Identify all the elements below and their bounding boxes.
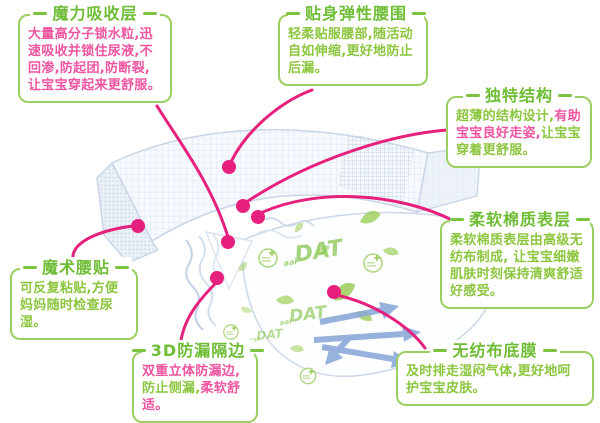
airflow-arrowhead-icon <box>325 346 343 365</box>
callout-magic-waist-tape: 魔术腰贴 可反复粘贴,方便妈妈随时检查尿湿。 <box>10 257 138 340</box>
callout-body: 及时排走湿闷气体,更好地呵护宝宝皮肤。 <box>406 363 584 397</box>
connector-dot <box>222 160 236 174</box>
body-segment: 有助宝宝良好走姿, <box>456 109 581 141</box>
title-dash-icon <box>558 93 572 98</box>
airflow-arrow-icon <box>321 344 394 362</box>
body-segment: 大量高分子锁水粒,迅速吸收并锁住尿液,不回渗,防起团,防断裂,让宝宝穿起来更舒服… <box>28 27 162 93</box>
body-segment: 轻柔贴服腰部,随活动自如伸缩,更好地防止后漏。 <box>288 27 413 76</box>
callout-title: 3D防漏隔边 <box>150 341 246 360</box>
airflow-arrow-icon <box>313 331 404 343</box>
airflow-arrow-icon <box>333 333 354 355</box>
left-wing-fold <box>96 161 160 264</box>
callout-unique-structure: 独特结构 超薄的结构设计,有助宝宝良好走姿,让宝宝穿着更舒服。 <box>446 85 592 168</box>
body-segment: 及时排走湿闷气体,更好地呵护宝宝皮肤。 <box>406 364 571 396</box>
callout-title: 无纺布底膜 <box>452 341 538 360</box>
callout-title: 贴身弹性腰围 <box>305 4 408 23</box>
tape-landing-zone <box>338 132 414 208</box>
clean-badge-icon <box>223 324 239 340</box>
connector-lines <box>71 88 454 352</box>
callout-3d-leak-guard: 3D防漏隔边 双重立体防漏边, 防止侧漏,柔软舒适。 <box>131 340 265 423</box>
callout-title: 魔术腰贴 <box>42 258 111 277</box>
title-dash-icon <box>465 93 480 98</box>
title-dash-icon <box>23 265 37 270</box>
callout-body: 大量高分子锁水粒,迅速吸收并锁住尿液,不回渗,防起团,防断裂,让宝宝穿起来更舒服… <box>28 26 162 94</box>
callout-body: 轻柔贴服腰部,随活动自如伸缩,更好地防止后漏。 <box>288 26 418 77</box>
clean-badge-icon <box>299 367 317 385</box>
connector-line-structure <box>246 128 450 203</box>
brand-prefix-text: aai <box>248 336 260 344</box>
connector-dot <box>210 271 224 285</box>
callout-title: 魔力吸收层 <box>52 4 138 23</box>
brand-prefix-text: aai <box>283 257 298 268</box>
body-segment: 可反复粘贴,方便妈妈随时检查尿湿。 <box>20 281 119 330</box>
callout-title-row: 无纺布底膜 <box>430 340 560 361</box>
title-dash-icon <box>450 217 464 222</box>
body-segment: 柔软棉质表层由高级无纺布制成, 让宝宝细嫩肌肤时刻保持清爽舒适好感受。 <box>450 233 584 299</box>
callout-title: 独特结构 <box>484 86 553 105</box>
airflow-arrow-icon <box>319 307 383 325</box>
callout-title-row: 独特结构 <box>462 85 575 106</box>
callout-body: 可反复粘贴,方便妈妈随时检查尿湿。 <box>20 280 128 331</box>
connector-dot <box>327 285 341 299</box>
callout-title-row: 魔力吸收层 <box>30 3 160 24</box>
callout-title: 柔软棉质表层 <box>469 210 572 229</box>
callout-soft-cotton-surface: 柔软棉质表层 柔软棉质表层由高级无纺布制成, 让宝宝细嫩肌肤时刻保持清爽舒适好感… <box>440 209 594 309</box>
callout-magic-absorption-layer: 魔力吸收层 大量高分子锁水粒,迅速吸收并锁住尿液,不回渗,防起团,防断裂,让宝宝… <box>18 3 172 103</box>
callout-nonwoven-backsheet: 无纺布底膜 及时排走湿闷气体,更好地呵护宝宝皮肤。 <box>396 340 594 406</box>
body-segment: 超薄的结构设计, <box>456 109 555 124</box>
body-segment: 双重立体防漏边, <box>142 364 241 379</box>
connector-dot <box>221 235 235 249</box>
callout-body: 双重立体防漏边, 防止侧漏,柔软舒适。 <box>142 363 248 414</box>
callout-title-row: 柔软棉质表层 <box>450 209 591 230</box>
connector-dot <box>236 199 250 213</box>
brand-prefix-text: aai <box>279 318 292 327</box>
title-dash-icon <box>286 11 300 16</box>
brand-logo-text: DAT <box>256 326 284 343</box>
clean-badge-icon <box>258 248 278 268</box>
callout-title-row: 3D防漏隔边 <box>131 340 265 361</box>
title-dash-icon <box>542 348 557 353</box>
body-segment: 柔软舒适。 <box>142 381 241 413</box>
connector-dot <box>131 219 145 233</box>
airflow-arrows <box>313 302 421 368</box>
connector-line-absorb <box>155 104 230 239</box>
connector-line-cotton <box>261 195 454 222</box>
title-dash-icon <box>412 11 427 16</box>
title-dash-icon <box>250 348 265 353</box>
title-dash-icon <box>576 217 591 222</box>
connector-dots <box>131 160 341 299</box>
connector-line-waistband <box>229 88 314 164</box>
title-dash-icon <box>142 11 157 16</box>
callout-title-row: 魔术腰贴 <box>20 257 133 278</box>
title-dash-icon <box>33 11 48 16</box>
body-segment: 让宝宝穿着更舒服。 <box>456 126 581 158</box>
title-dash-icon <box>131 348 146 353</box>
callout-elastic-waistband: 贴身弹性腰围 轻柔贴服腰部,随活动自如伸缩,更好地防止后漏。 <box>278 3 428 86</box>
callout-title-row: 贴身弹性腰围 <box>286 3 427 24</box>
connector-line-backsheet <box>334 293 427 350</box>
connector-dot <box>251 210 265 224</box>
clean-badge-icon <box>363 253 383 273</box>
title-dash-icon <box>115 265 130 270</box>
callout-body: 柔软棉质表层由高级无纺布制成, 让宝宝细嫩肌肤时刻保持清爽舒适好感受。 <box>450 232 584 300</box>
leg-cuff-ruffles <box>185 217 315 331</box>
title-dash-icon <box>433 348 448 353</box>
callout-body: 超薄的结构设计,有助宝宝良好走姿,让宝宝穿着更舒服。 <box>456 108 582 159</box>
body-segment: 防止侧漏, <box>142 381 201 396</box>
